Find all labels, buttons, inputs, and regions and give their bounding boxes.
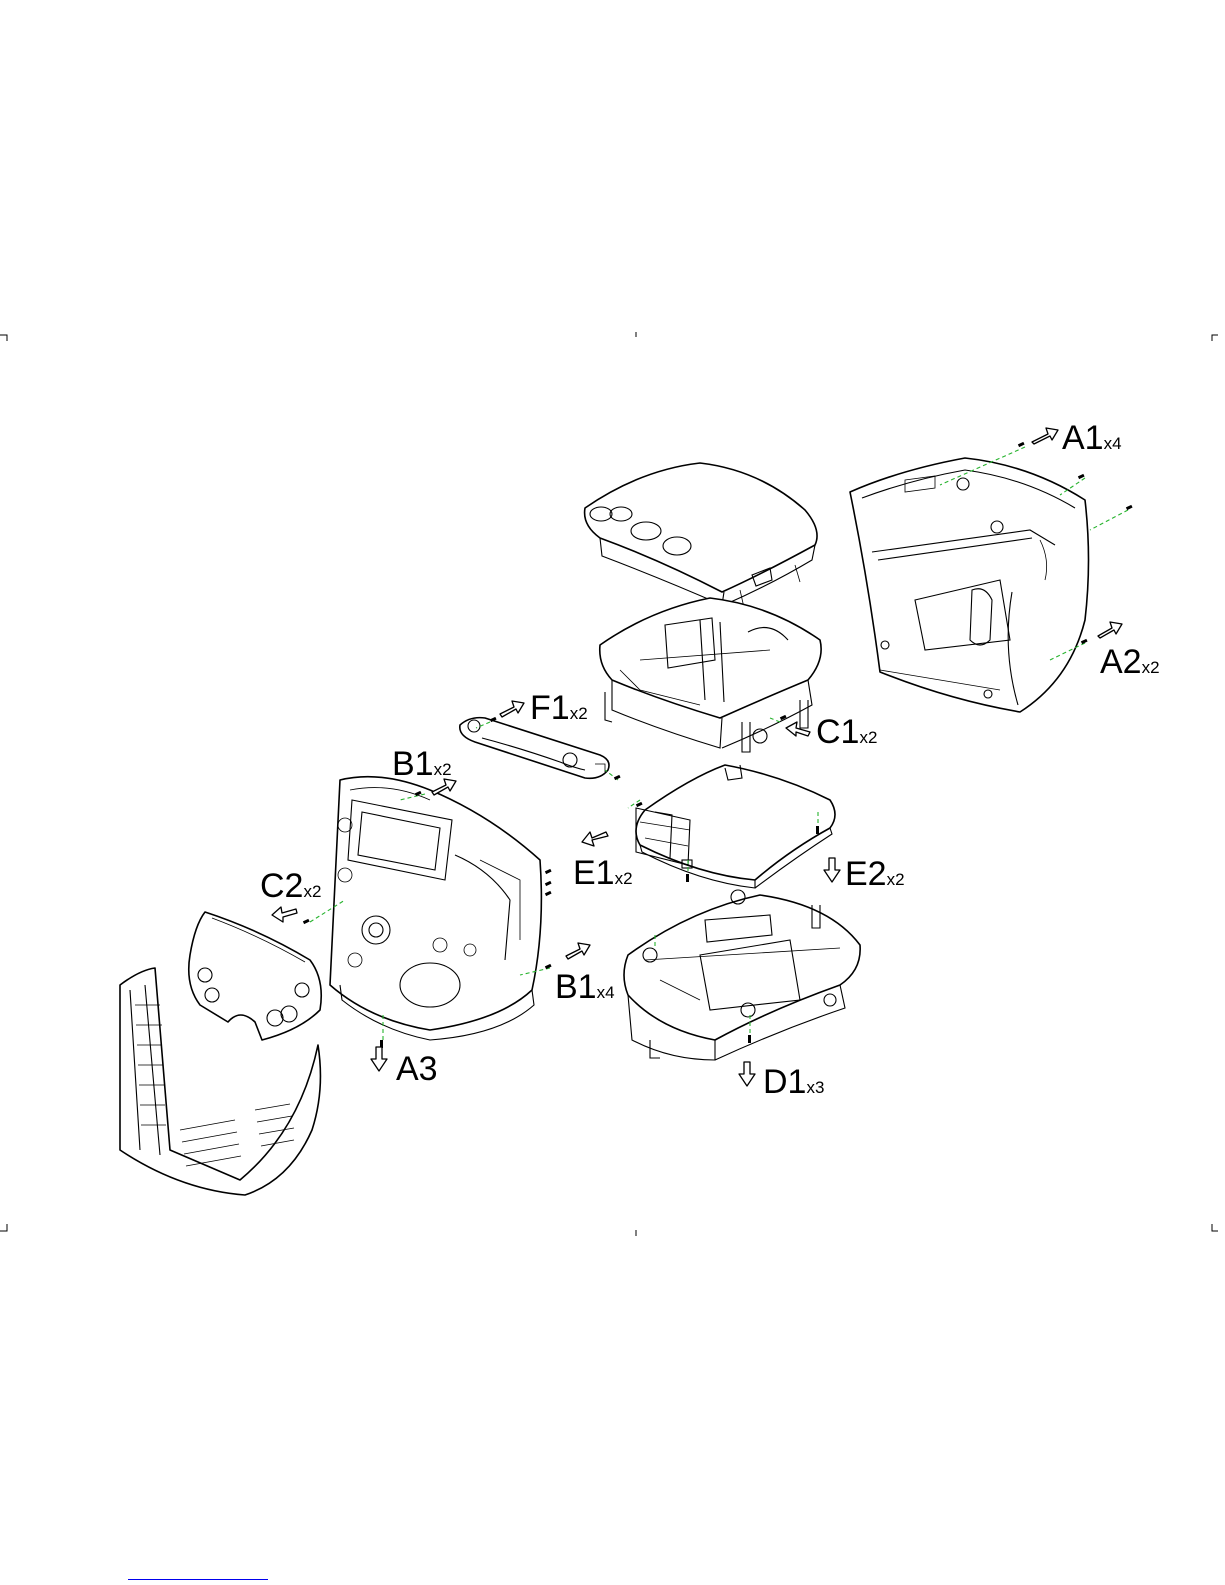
callout-a3: A3: [396, 1050, 438, 1088]
callout-a1: A1x4: [1062, 419, 1122, 457]
callout-f1: F1x2: [530, 689, 588, 727]
arrow-b1-side: [566, 943, 590, 959]
callout-c1: C1x2: [816, 713, 877, 751]
arrow-e2: [824, 858, 840, 882]
footer-link-underline[interactable]: [128, 1579, 268, 1580]
callout-a2: A2x2: [1100, 643, 1160, 681]
arrow-a3: [371, 1047, 387, 1071]
top-lid: [585, 463, 817, 612]
callout-c2: C2x2: [260, 867, 321, 905]
arrow-f1: [500, 701, 524, 717]
arrow-a1: [1032, 428, 1058, 444]
arrow-a2: [1098, 622, 1122, 638]
pcb-plate: [636, 765, 835, 888]
speaker-panel: [189, 912, 322, 1040]
callout-b1-top: B1x2: [392, 745, 452, 783]
callout-e2: E2x2: [845, 855, 905, 893]
rear-cabinet: [850, 458, 1089, 712]
arrow-c2: [272, 907, 297, 922]
arrow-b1-top: [432, 779, 456, 795]
callout-d1: D1x3: [763, 1063, 824, 1101]
arrow-e1: [582, 832, 608, 846]
callout-e1: E1x2: [573, 854, 633, 892]
callout-b1-side: B1x4: [555, 968, 615, 1006]
front-cabinet: [330, 777, 541, 1040]
arrow-d1: [739, 1062, 755, 1086]
crop-marks: [0, 332, 1218, 1236]
arrow-c1: [786, 722, 810, 736]
bottom-base: [624, 890, 860, 1060]
